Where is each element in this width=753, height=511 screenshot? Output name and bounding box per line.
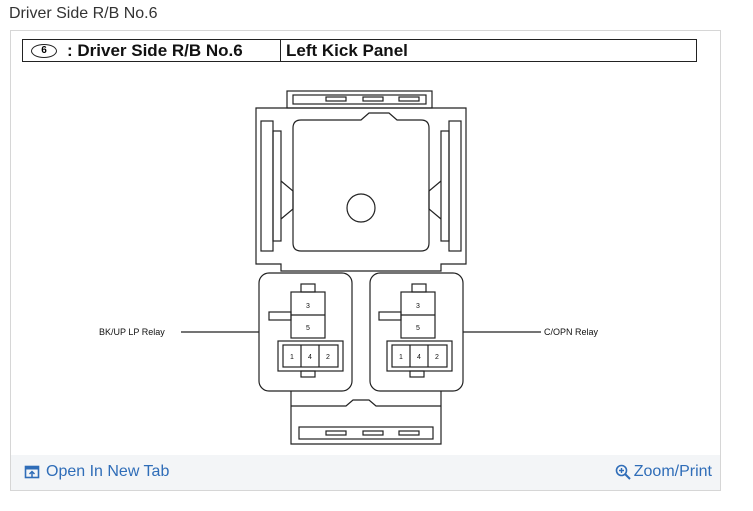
zoom-print-link[interactable]: Zoom/Print bbox=[615, 463, 712, 481]
relay-block-diagram: 3 5 1 4 2 3 5 1 4 2 BK/UP LP Relay C/OPN… bbox=[99, 90, 599, 445]
left-pin-3: 2 bbox=[326, 354, 330, 361]
page-title: Driver Side R/B No.6 bbox=[9, 5, 158, 22]
left-pin-2: 4 bbox=[308, 354, 312, 361]
top-bracket bbox=[286, 90, 433, 109]
right-relay-label: C/OPN Relay bbox=[544, 327, 599, 337]
left-rail bbox=[260, 120, 294, 252]
right-rail bbox=[428, 120, 462, 252]
relay-block-header: 6 : Driver Side R/B No.6 Left Kick Panel bbox=[22, 39, 697, 62]
right-relay-socket bbox=[369, 272, 464, 392]
right-pin-2: 4 bbox=[417, 354, 421, 361]
relay-block-name: : Driver Side R/B No.6 bbox=[67, 40, 243, 60]
right-pin-mid: 5 bbox=[416, 325, 420, 332]
left-relay-socket bbox=[258, 272, 353, 392]
left-pin-1: 1 bbox=[290, 354, 294, 361]
left-pin-top: 3 bbox=[306, 303, 310, 310]
diagram-card: 6 : Driver Side R/B No.6 Left Kick Panel bbox=[10, 30, 721, 491]
right-pin-3: 2 bbox=[435, 354, 439, 361]
left-pin-mid: 5 bbox=[306, 325, 310, 332]
card-footer: Open In New Tab Zoom/Print bbox=[11, 455, 720, 490]
center-hole bbox=[346, 193, 376, 223]
bottom-bracket bbox=[290, 391, 442, 445]
right-pin-top: 3 bbox=[416, 303, 420, 310]
housing-outline bbox=[255, 107, 467, 272]
header-name-cell: 6 : Driver Side R/B No.6 bbox=[23, 40, 281, 61]
new-tab-icon bbox=[24, 465, 40, 479]
open-in-new-tab-link[interactable]: Open In New Tab bbox=[24, 463, 169, 481]
zoom-print-label: Zoom/Print bbox=[633, 463, 712, 480]
relay-block-location: Left Kick Panel bbox=[286, 40, 408, 60]
open-in-new-tab-label: Open In New Tab bbox=[46, 463, 170, 480]
center-block bbox=[292, 112, 430, 252]
right-pin-1: 1 bbox=[399, 354, 403, 361]
zoom-icon bbox=[615, 464, 631, 480]
id-badge: 6 bbox=[31, 43, 57, 58]
left-relay-label: BK/UP LP Relay bbox=[99, 327, 165, 337]
